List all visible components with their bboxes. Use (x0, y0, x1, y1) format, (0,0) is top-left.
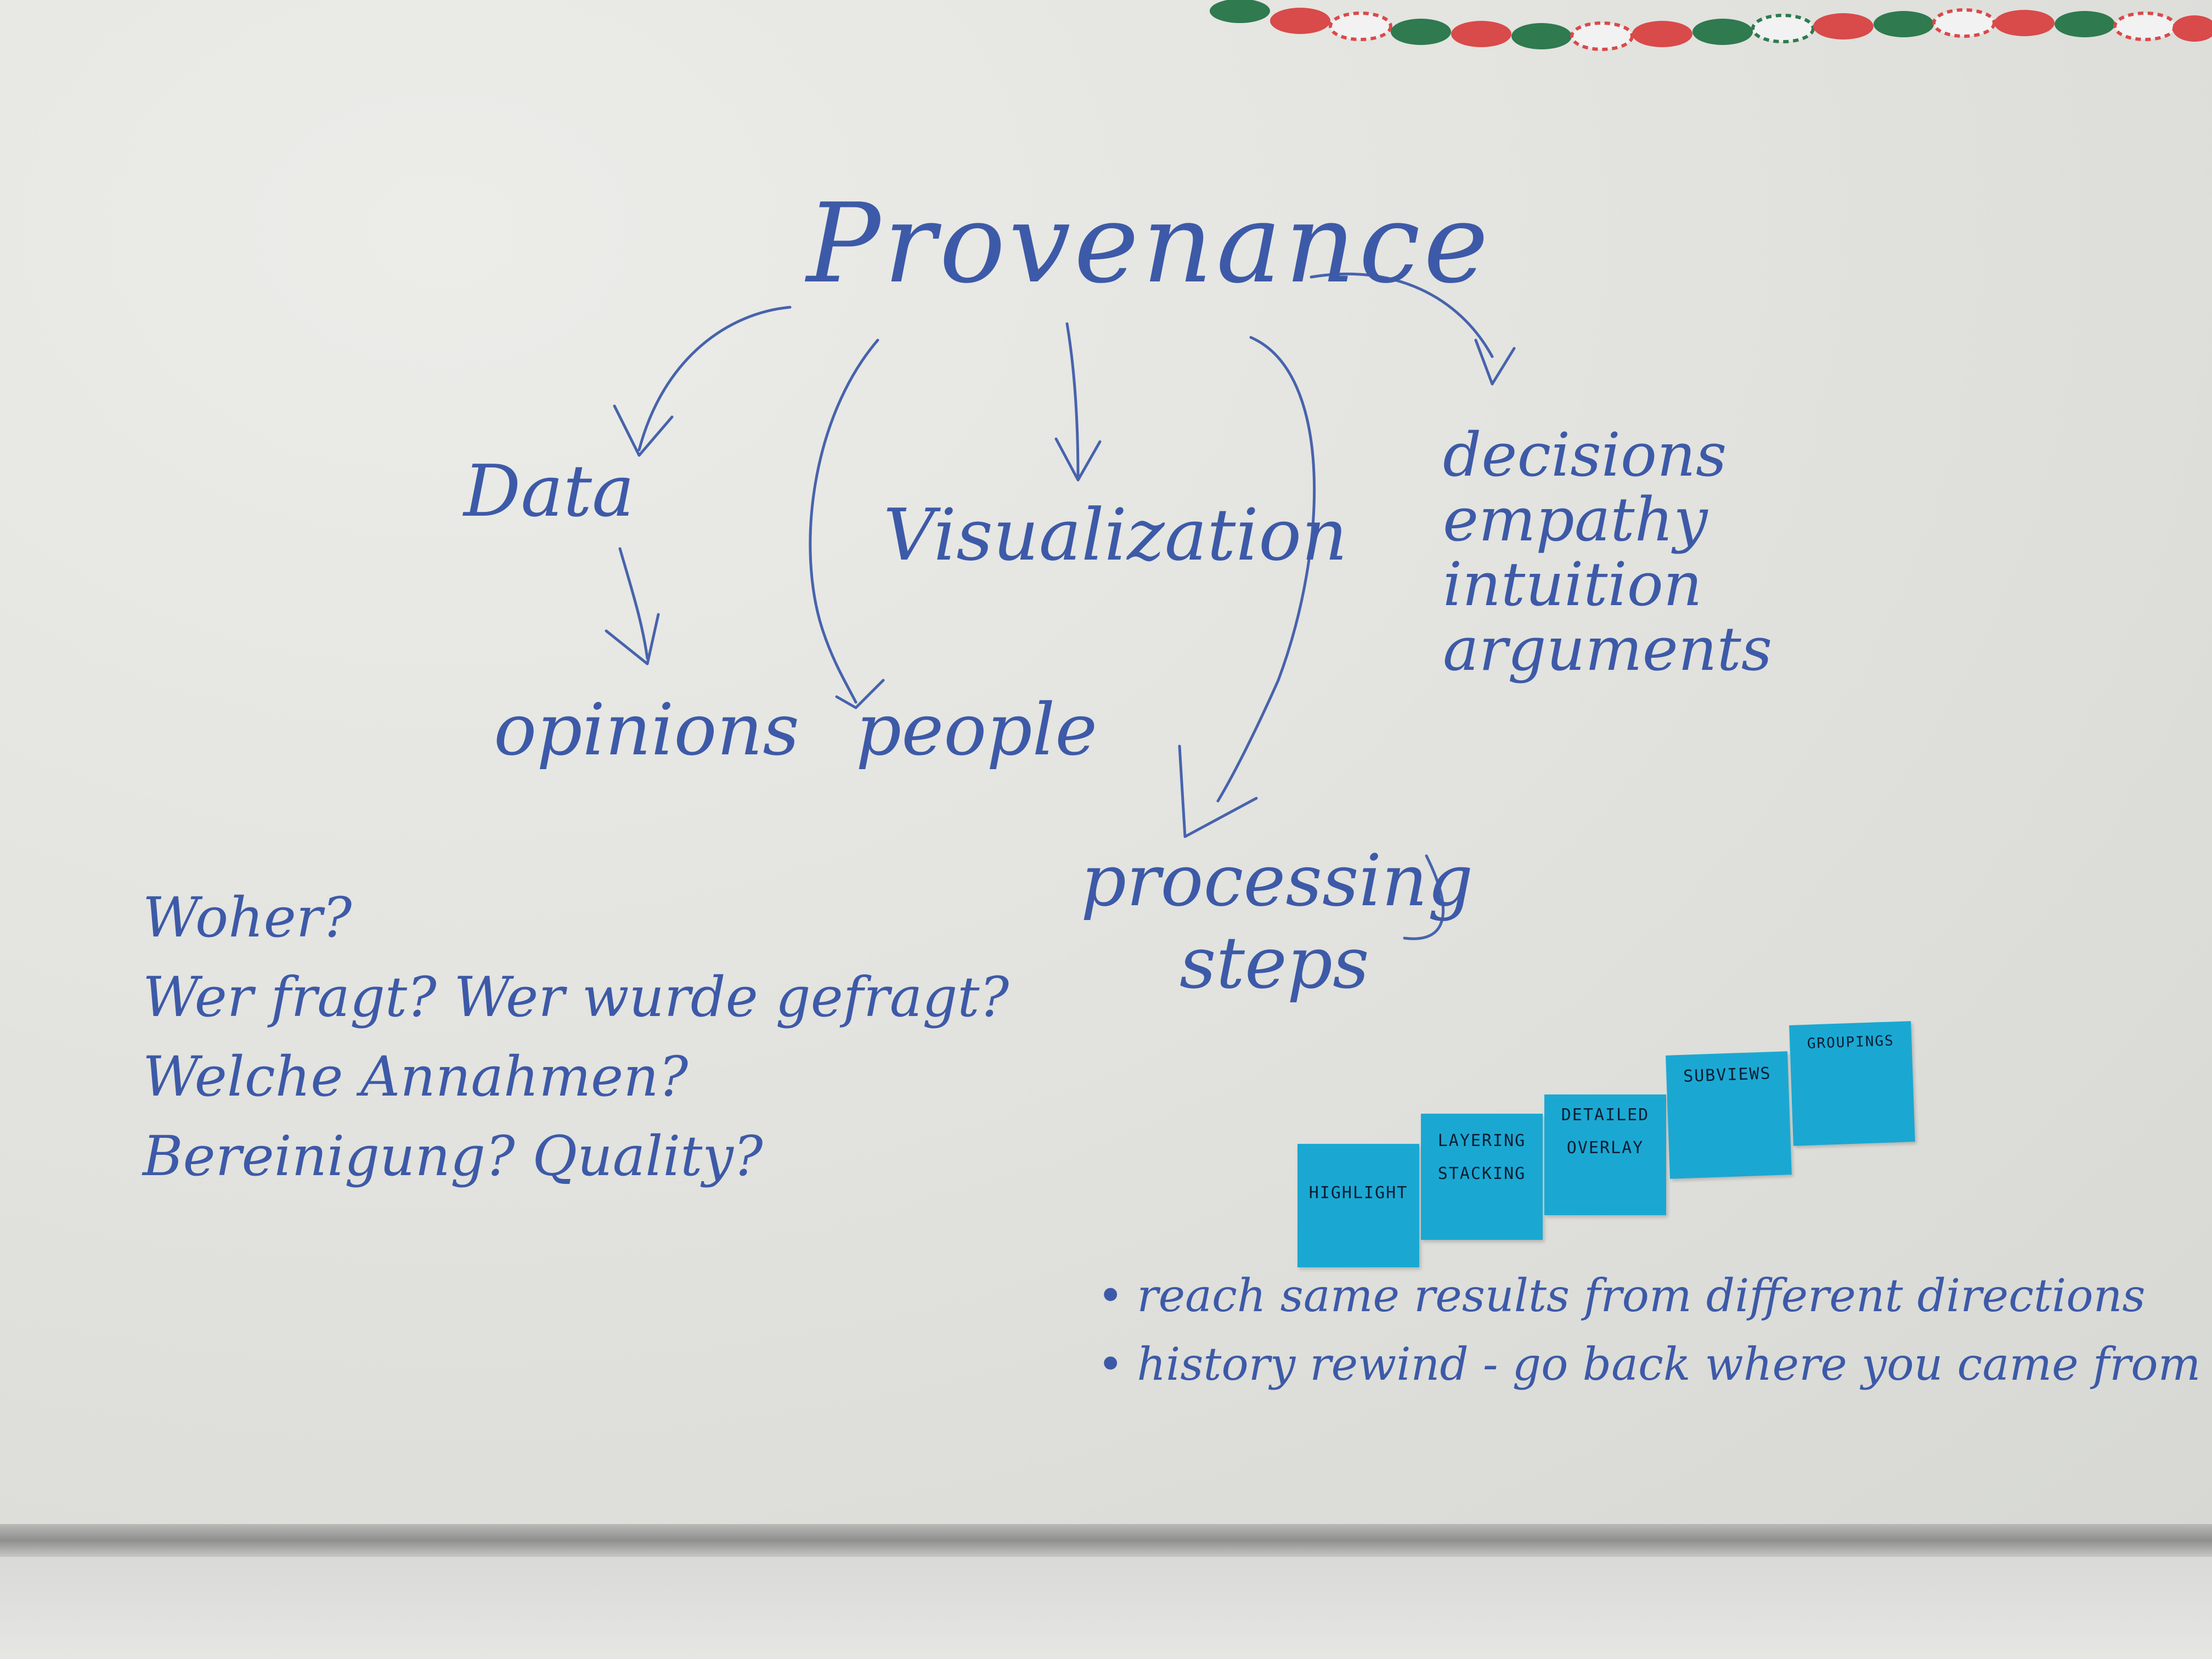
question-item: Woher? (143, 885, 352, 950)
sticky-note-text: STACKING (1437, 1164, 1526, 1183)
arrow-to-data (613, 306, 792, 457)
arrow-to-processing (1178, 336, 1316, 838)
sticky-note-text: HIGHLIGHT (1308, 1183, 1408, 1203)
question-list: Woher? Wer fragt? Wer wurde gefragt? Wel… (143, 878, 1009, 1196)
aspect-item: arguments (1443, 614, 1773, 684)
sticky-note-text: DETAILED (1561, 1105, 1650, 1125)
aspect-list: decisions empathy intuition arguments (1443, 422, 1772, 681)
node-data: Data (464, 449, 635, 533)
sticky-note-text: LAYERING (1437, 1131, 1526, 1150)
arrow-to-decisions (1310, 272, 1516, 386)
sticky-note-highlight[interactable]: HIGHLIGHT (1297, 1144, 1419, 1267)
sticky-note-detailed[interactable]: DETAILED OVERLAY (1544, 1094, 1666, 1215)
sticky-note-text: SUBVIEWS (1683, 1064, 1772, 1086)
bullet-list: reach same results from different direct… (1097, 1262, 2200, 1399)
sticky-note-text: OVERLAY (1566, 1138, 1644, 1158)
sticky-note-text: GROUPINGS (1807, 1032, 1895, 1052)
marker-tray (0, 1524, 2212, 1557)
sticky-note-subviews[interactable]: SUBVIEWS (1666, 1051, 1792, 1179)
bullet-item: reach same results from different direct… (1097, 1262, 2200, 1330)
node-steps: steps (1180, 921, 1369, 1005)
sticky-note-groupings[interactable]: GROUPINGS (1789, 1021, 1915, 1146)
arrow-to-people (809, 338, 885, 709)
sticky-note-layering[interactable]: LAYERING STACKING (1421, 1114, 1543, 1240)
aspect-item: intuition (1443, 549, 1702, 619)
wall-below-board (0, 1557, 2212, 1659)
processing-steps-bracket (1403, 854, 1444, 940)
bullet-item: history rewind - go back where you came … (1097, 1330, 2200, 1399)
question-item: Bereinigung? Quality? (143, 1124, 763, 1188)
node-visualization: Visualization (883, 493, 1348, 577)
node-processing: processing (1081, 839, 1474, 922)
provenance-title: Provenance (806, 180, 1492, 308)
aspect-item: decisions (1443, 420, 1727, 490)
node-opinions: opinions (494, 688, 800, 771)
node-people: people (856, 688, 1098, 771)
arrow-to-visualization (1054, 322, 1102, 482)
paper-chain-garland (1210, 0, 2212, 51)
arrow-data-to-opinions (605, 547, 660, 665)
question-item: Welche Annahmen? (143, 1045, 689, 1109)
aspect-item: empathy (1443, 484, 1708, 555)
question-item: Wer fragt? Wer wurde gefragt? (143, 965, 1009, 1029)
